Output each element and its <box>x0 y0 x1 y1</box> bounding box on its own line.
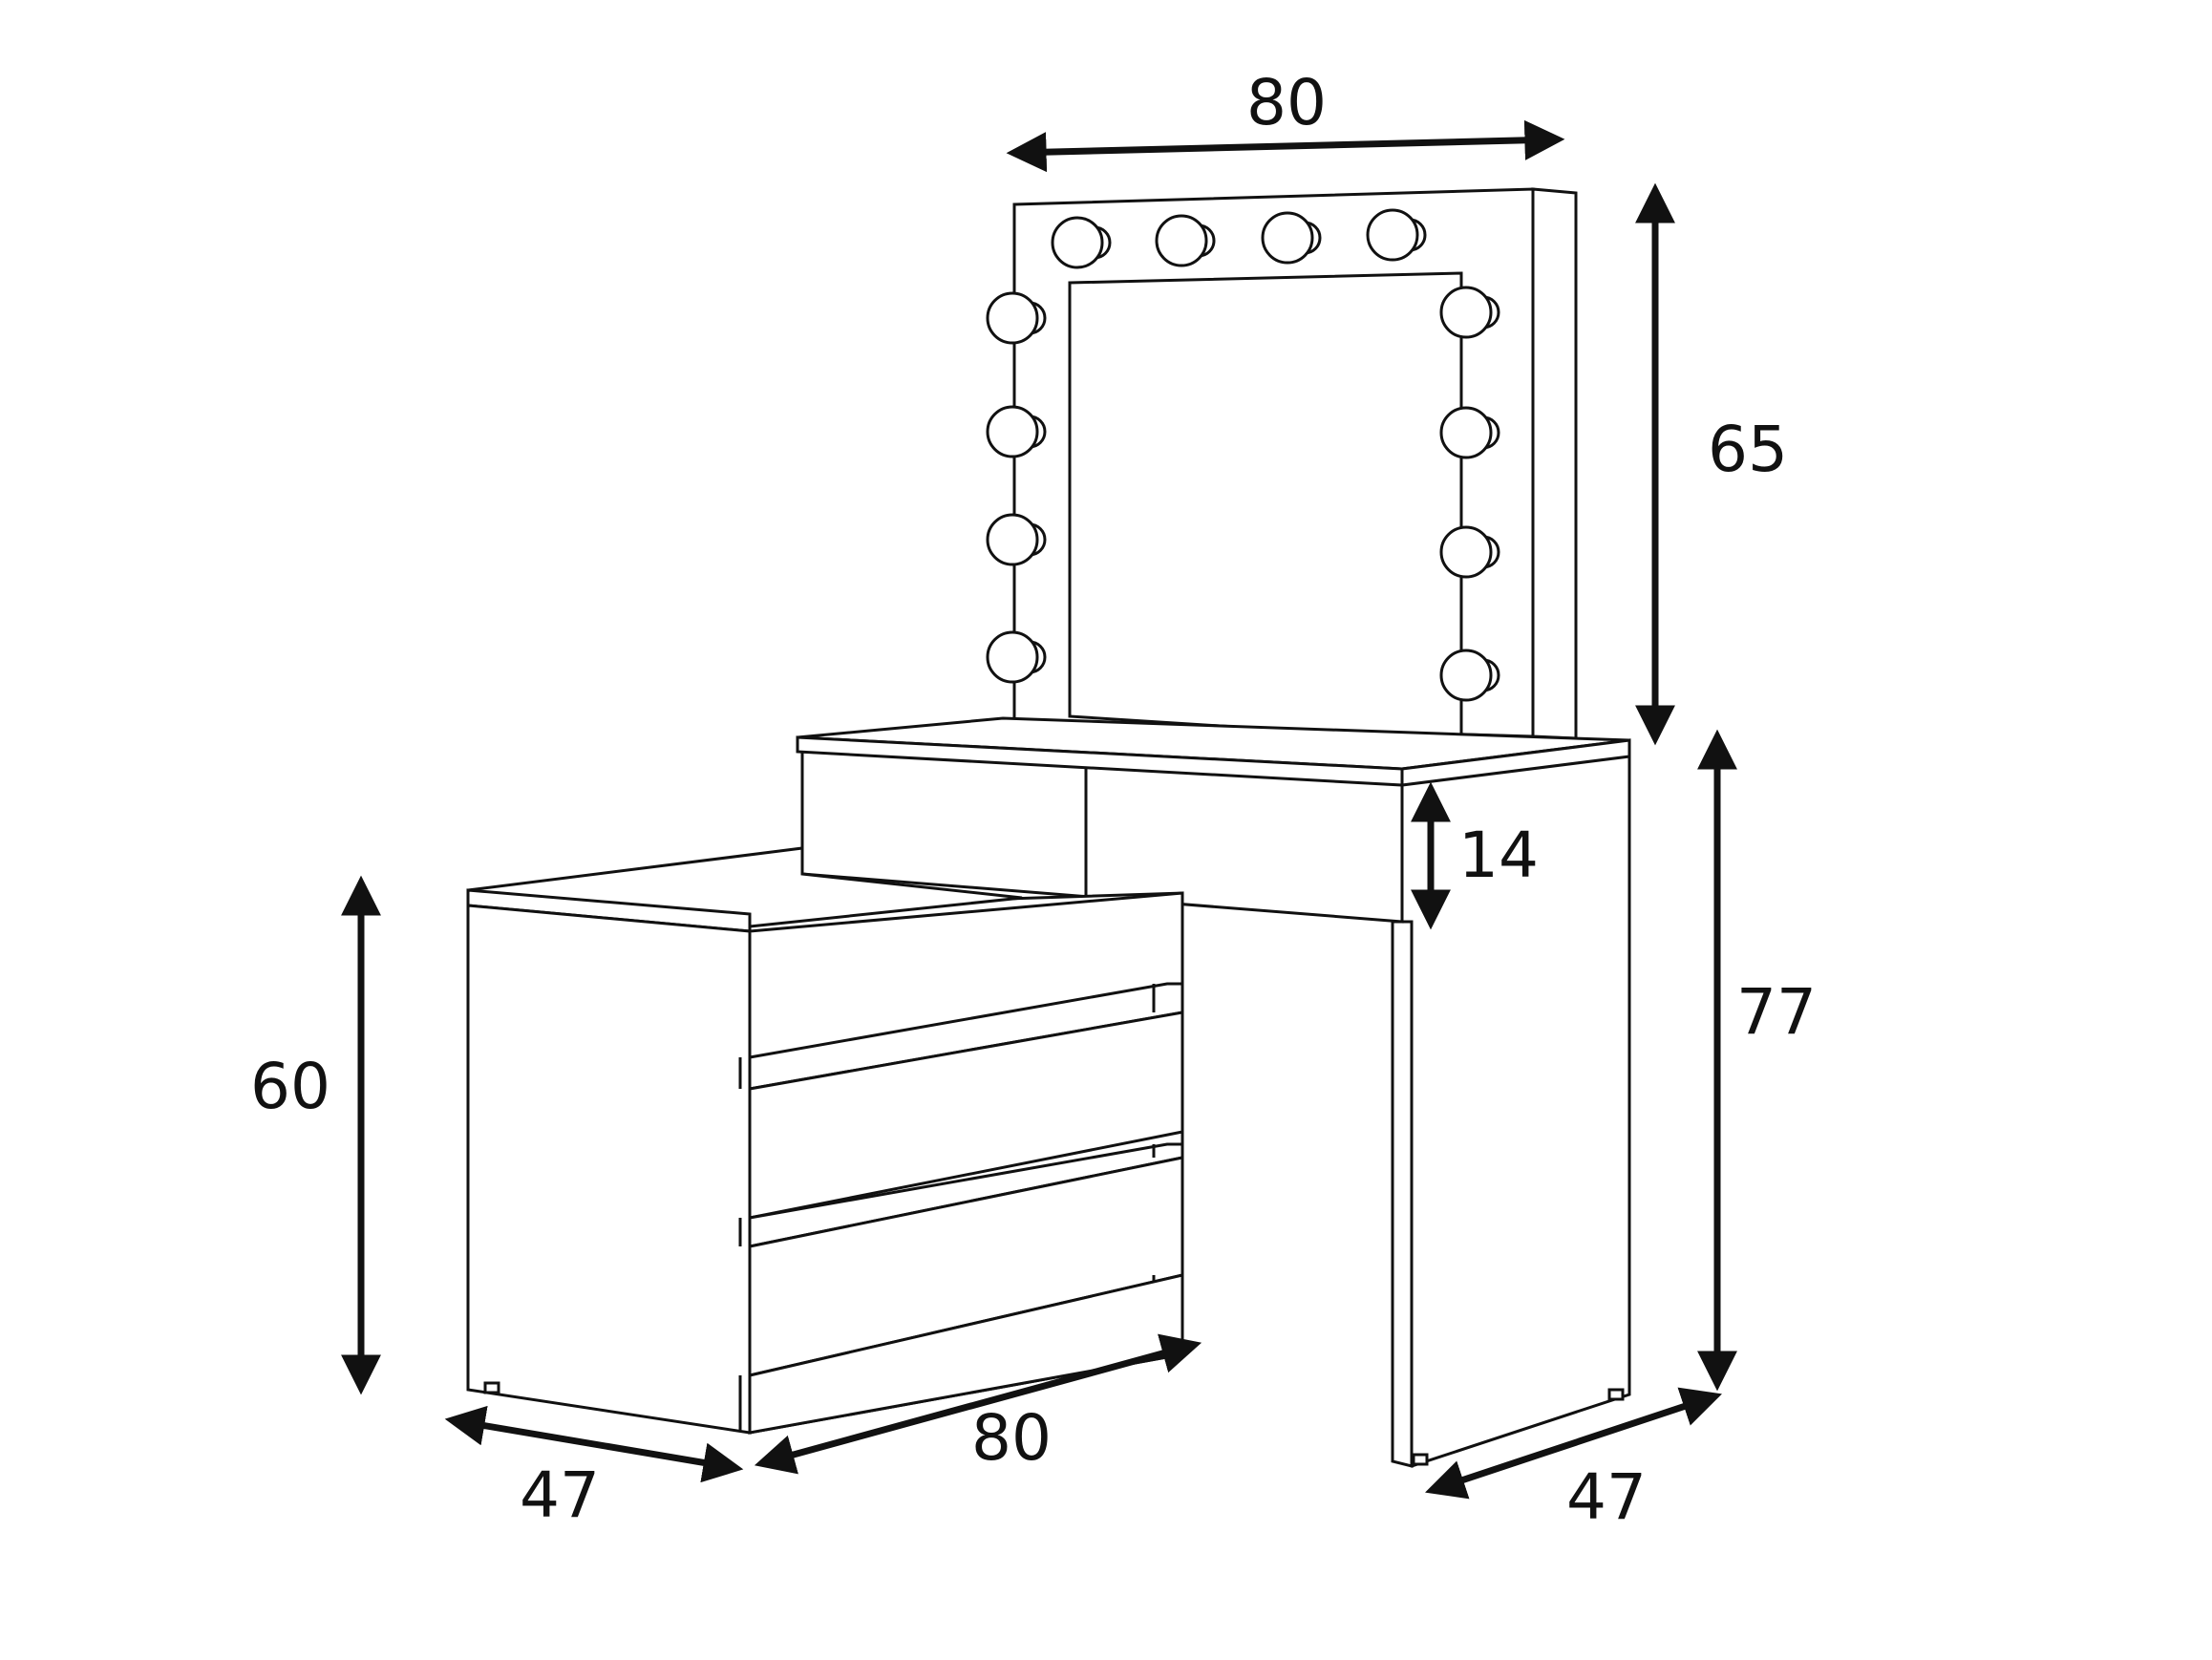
dim-label-dresser-width: 80 <box>971 1401 1052 1475</box>
dresser-side <box>466 904 752 1435</box>
light-bulb-icon <box>1051 216 1112 269</box>
mirror <box>986 187 1578 743</box>
dim-arrow-dresser-depth <box>444 1405 744 1483</box>
dim-arrow-mirror-width <box>1006 119 1565 173</box>
dim-arrow-dresser-width <box>754 1333 1202 1475</box>
light-bulb-icon <box>986 630 1047 684</box>
dresser <box>466 846 1625 1466</box>
light-bulb-icon <box>1439 406 1500 459</box>
light-bulb-icon <box>1439 525 1500 579</box>
mirror-bulbs <box>986 208 1500 702</box>
dim-arrow-table-depth <box>1425 1387 1722 1500</box>
light-bulb-icon <box>986 291 1047 345</box>
dim-label-drawer-height: 14 <box>1458 819 1539 892</box>
dresser-drawer-1 <box>748 982 1184 1091</box>
dim-label-mirror-height: 65 <box>1708 413 1788 486</box>
dresser-drawer-2 <box>748 1011 1184 1220</box>
dimension-lines <box>341 119 1737 1500</box>
dim-label-dresser-depth: 47 <box>520 1458 600 1532</box>
desk-leg-front <box>1391 920 1414 1468</box>
dim-label-dresser-height: 60 <box>250 1050 330 1123</box>
light-bulb-icon <box>1155 214 1216 267</box>
dim-label-table-height: 77 <box>1736 975 1817 1049</box>
dim-label-table-depth: 47 <box>1566 1460 1647 1534</box>
light-bulb-icon <box>1366 208 1427 262</box>
light-bulb-icon <box>986 405 1047 458</box>
light-bulb-icon <box>986 513 1047 566</box>
dim-label-mirror-width: 80 <box>1246 66 1327 139</box>
light-bulb-icon <box>1261 211 1322 265</box>
desk <box>796 716 1631 1468</box>
dresser-drawer-3 <box>748 1142 1184 1248</box>
mirror-glass <box>1068 271 1463 743</box>
dimension-labels: 80 65 14 77 47 60 47 80 <box>250 66 1817 1534</box>
light-bulb-icon <box>1439 286 1500 339</box>
light-bulb-icon <box>1439 649 1500 702</box>
